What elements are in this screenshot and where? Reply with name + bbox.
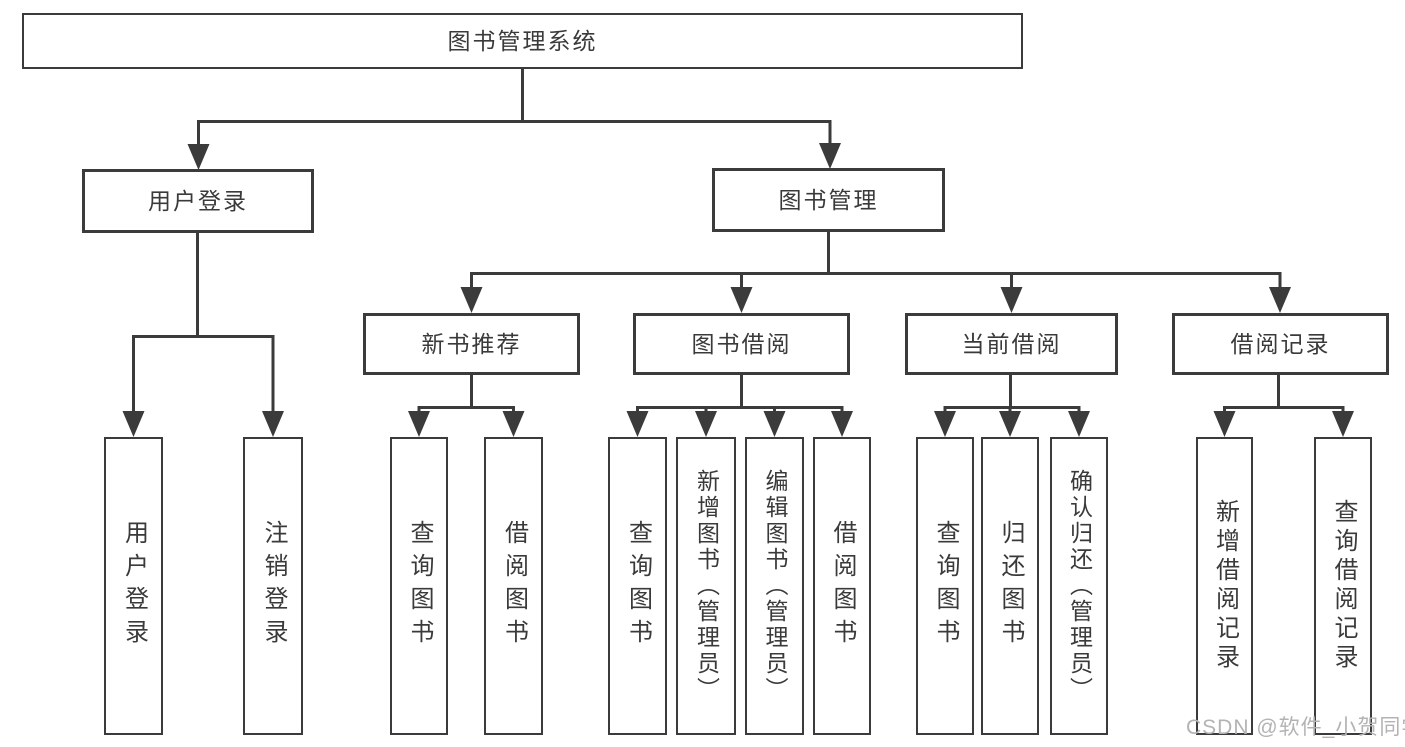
node-book-management: 图书管理 <box>712 168 945 232</box>
arrow-down-icon <box>1269 287 1291 313</box>
connector-root-to-level2 <box>197 69 832 146</box>
arrow-down-icon <box>1332 411 1354 437</box>
arrow-down-icon <box>831 411 853 437</box>
connector-borrow-records-to-children <box>1223 375 1345 414</box>
node-borrow-records: 借阅记录 <box>1172 313 1389 375</box>
leaf-borrow-books-recommend: 借阅图书 <box>484 437 543 735</box>
leaf-borrow-books: 借阅图书 <box>813 437 871 735</box>
node-root: 图书管理系统 <box>22 13 1023 69</box>
leaf-edit-books-admin: 编辑图书（管理员） <box>745 437 804 735</box>
arrow-down-icon <box>819 143 841 169</box>
node-current-borrow: 当前借阅 <box>905 313 1118 375</box>
leaf-return-books: 归还图书 <box>981 437 1039 735</box>
leaf-user-login: 用户登录 <box>104 437 163 735</box>
connector-user-login-to-children <box>132 232 275 413</box>
arrow-down-icon <box>262 411 284 437</box>
leaf-query-borrow-record: 查询借阅记录 <box>1314 437 1372 735</box>
leaf-logout: 注销登录 <box>243 437 303 735</box>
arrow-down-icon <box>999 411 1021 437</box>
connector-current-borrow-to-children <box>943 375 1081 414</box>
leaf-add-books-admin: 新增图书（管理员） <box>676 437 736 735</box>
leaf-confirm-return-admin: 确认归还（管理员） <box>1050 437 1108 735</box>
arrow-down-icon <box>626 411 649 437</box>
arrow-down-icon <box>408 411 430 437</box>
arrow-down-icon <box>187 144 210 170</box>
arrow-down-icon <box>695 411 717 437</box>
leaf-query-books-borrow: 查询图书 <box>608 437 667 735</box>
node-book-borrow: 图书借阅 <box>633 313 850 375</box>
node-new-book-recommend: 新书推荐 <box>363 313 580 375</box>
arrow-down-icon <box>934 411 956 437</box>
connector-new-book-recommend-to-children <box>417 375 515 414</box>
connector-book-borrow-to-children <box>636 375 844 414</box>
arrow-down-icon <box>1000 287 1023 313</box>
node-user-login: 用户登录 <box>82 169 314 233</box>
arrow-down-icon <box>763 411 786 437</box>
connector-book-management-to-children <box>470 232 1282 289</box>
leaf-add-borrow-record: 新增借阅记录 <box>1196 437 1253 735</box>
arrow-down-icon <box>502 411 525 437</box>
arrow-down-icon <box>122 411 145 437</box>
arrow-down-icon <box>1068 411 1090 437</box>
csdn-watermark: CSDN @软件_小贺同学 <box>1186 716 1405 739</box>
leaf-query-books-recommend: 查询图书 <box>390 437 448 735</box>
arrow-down-icon <box>460 287 483 313</box>
arrow-down-icon <box>1213 411 1236 437</box>
arrow-down-icon <box>730 287 753 313</box>
leaf-query-books-current: 查询图书 <box>916 437 974 735</box>
